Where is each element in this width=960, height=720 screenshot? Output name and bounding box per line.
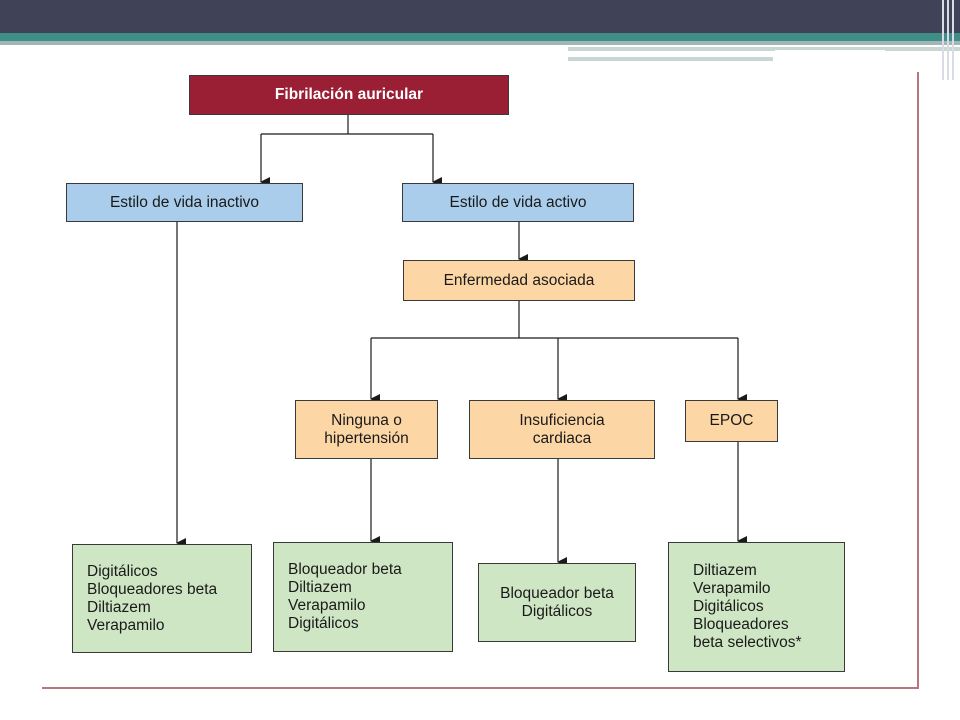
- node-active-lifestyle: Estilo de vida activo: [402, 183, 634, 222]
- node-none-or-hypertension: Ninguna o hipertensión: [295, 400, 438, 459]
- slide-header-accent: [0, 33, 960, 41]
- node-treatment-copd: Diltiazem Verapamilo Digitálicos Bloquea…: [668, 542, 845, 672]
- figure-frame-right: [917, 72, 919, 688]
- slide-edge-decoration: [938, 0, 960, 80]
- node-copd: EPOC: [685, 400, 778, 442]
- slide-header-highlight: [775, 50, 885, 52]
- node-associated-disease: Enfermedad asociada: [403, 260, 635, 301]
- slide-header-bar: [0, 0, 960, 33]
- slide-header-stripe-light: [568, 47, 960, 51]
- node-treatment-heart-failure: Bloqueador beta Digitálicos: [478, 563, 636, 642]
- slide-header-stripe-light-short: [568, 57, 773, 61]
- root-node-atrial-fibrillation: Fibrilación auricular: [189, 75, 509, 115]
- node-heart-failure: Insuficiencia cardiaca: [469, 400, 655, 459]
- node-treatment-inactive: Digitálicos Bloqueadores beta Diltiazem …: [72, 544, 252, 653]
- slide-header-stripe: [0, 41, 960, 45]
- figure-frame-bottom: [42, 687, 919, 689]
- node-inactive-lifestyle: Estilo de vida inactivo: [66, 183, 303, 222]
- node-treatment-none-hypertension: Bloqueador beta Diltiazem Verapamilo Dig…: [273, 542, 453, 652]
